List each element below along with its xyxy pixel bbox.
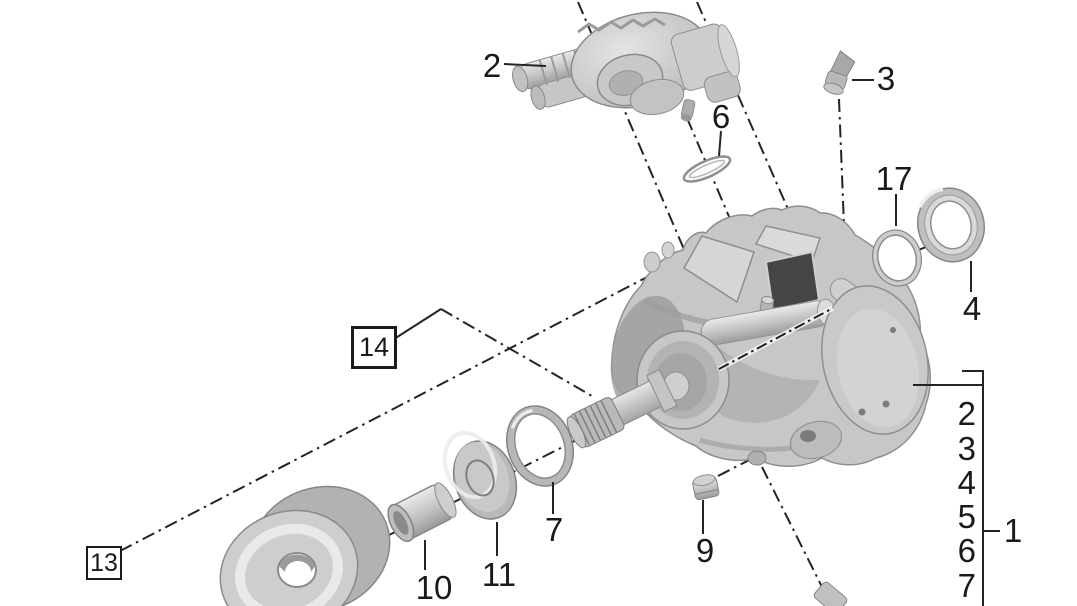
callout-label-3: 3 xyxy=(876,60,896,97)
pump-flange-block xyxy=(670,23,741,103)
vent-plug-3 xyxy=(823,50,856,95)
leader-line-13 xyxy=(119,261,677,552)
housing-shading xyxy=(698,330,820,423)
callout-label-6: 6 xyxy=(711,98,731,135)
callout-label-17: 17 xyxy=(875,160,913,197)
thrust-washer xyxy=(442,430,518,520)
group-list-item-4: 4 xyxy=(957,464,976,501)
callout-label-13: 13 xyxy=(90,548,118,577)
spacer-sleeve xyxy=(387,482,457,543)
callout-label-9: 9 xyxy=(695,532,715,569)
callout-label-11: 11 xyxy=(481,556,517,593)
align-line-pump-left xyxy=(577,1,696,276)
mounting-pad-left xyxy=(682,235,755,304)
oil-pump-assembly xyxy=(512,11,741,122)
callout-label-1: 1 xyxy=(1003,512,1023,549)
group-list-item-2: 2 xyxy=(957,395,976,432)
output-shaft xyxy=(566,368,678,449)
bottom-bolt xyxy=(813,581,848,606)
leader-14-solid xyxy=(390,308,442,342)
leader-line-bottom-bolt xyxy=(761,466,828,598)
group-list-item-5: 5 xyxy=(957,498,976,535)
seal-ring-7 xyxy=(506,405,574,487)
pump-rib-texture xyxy=(577,17,666,34)
gasket-oring-6-inner xyxy=(688,159,726,179)
oring-17 xyxy=(871,229,923,287)
callout-label-7: 7 xyxy=(544,511,564,548)
on-housing-axis-line xyxy=(717,305,835,372)
gearbox-housing xyxy=(566,205,931,467)
pump-outlet-nipple xyxy=(680,99,696,122)
group-list-item-7: 7 xyxy=(957,567,976,604)
nut-9 xyxy=(692,474,720,501)
shaft-seal-4 xyxy=(917,186,985,263)
axis-line-seals xyxy=(847,241,939,280)
solid-leader-lines xyxy=(390,63,1000,606)
group-list-item-6: 6 xyxy=(957,532,976,569)
callout-box-14: 14 xyxy=(351,326,397,369)
group-list-item-3: 3 xyxy=(957,430,976,467)
callout-label-4: 4 xyxy=(962,290,982,327)
callout-label-10: 10 xyxy=(415,569,453,606)
leader-2 xyxy=(503,63,547,67)
leader-6 xyxy=(718,130,722,157)
gasket-oring-6 xyxy=(682,155,732,183)
callout-label-2: 2 xyxy=(482,47,502,84)
coupling-disc xyxy=(219,485,391,606)
callout-label-14: 14 xyxy=(358,332,390,362)
housing-foot xyxy=(789,420,843,460)
callout-box-13: 13 xyxy=(86,546,122,580)
housing-id-tag xyxy=(764,250,821,312)
leader-line-14 xyxy=(440,308,593,397)
bracket-line xyxy=(962,370,984,606)
drain-boss xyxy=(747,450,767,466)
